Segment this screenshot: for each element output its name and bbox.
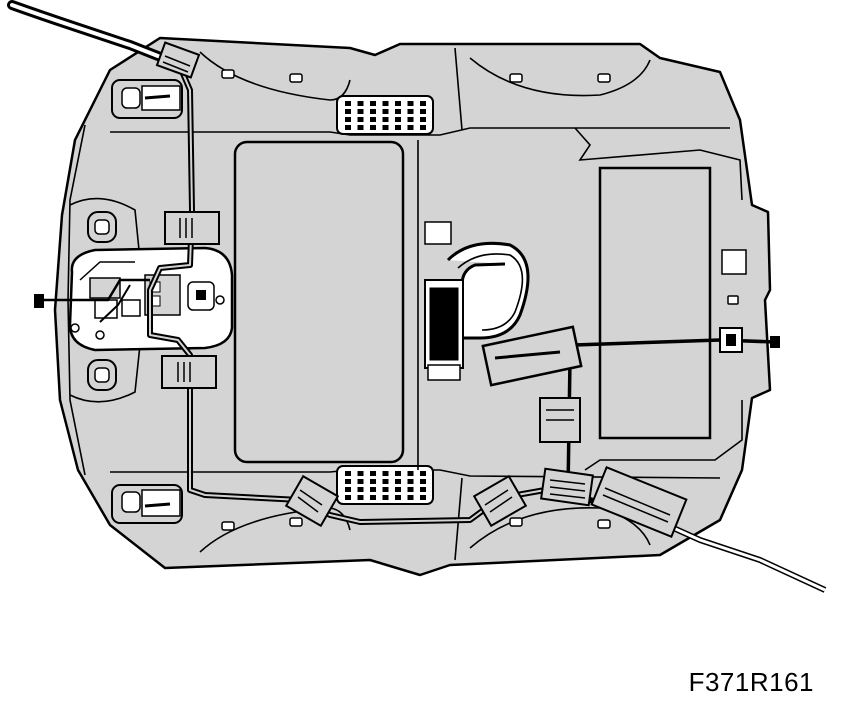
grille-hole — [370, 101, 376, 106]
grille-hole — [345, 471, 351, 476]
grille-hole — [407, 487, 414, 492]
rear-edge-contour-lower — [584, 400, 743, 471]
grille-hole — [382, 471, 389, 476]
grille-hole — [370, 125, 376, 130]
grille-hole — [395, 117, 401, 122]
grille-hole — [357, 125, 364, 130]
grille-hole — [407, 101, 414, 106]
grille-hole — [370, 487, 376, 492]
grille-hole — [382, 125, 389, 130]
grille-hole — [345, 101, 351, 106]
grille-hole — [395, 487, 401, 492]
front-speaker-grille — [336, 95, 434, 135]
harness-console-branch — [42, 278, 150, 302]
grille-hole — [345, 125, 351, 130]
grille-hole — [382, 487, 389, 492]
left-bulge-lower — [69, 344, 141, 403]
grille-hole — [407, 471, 414, 476]
grille-hole — [420, 487, 426, 492]
grille-hole — [395, 479, 401, 484]
grille-hole — [407, 117, 414, 122]
rear-small-square — [721, 249, 747, 275]
left-bulge-upper — [69, 197, 141, 261]
grille-hole — [407, 109, 414, 114]
grille-hole — [370, 495, 376, 500]
grille-hole — [345, 495, 351, 500]
grille-hole — [345, 109, 351, 114]
left-front-curve — [199, 51, 351, 101]
grille-hole — [407, 495, 414, 500]
grille-hole — [395, 109, 401, 114]
grille-hole — [395, 101, 401, 106]
grille-hole — [420, 471, 426, 476]
rear-lamp-connector-block — [539, 397, 581, 443]
grille-hole — [370, 471, 376, 476]
harness-clamp-2 — [164, 211, 220, 245]
console-connector-plug — [34, 294, 44, 308]
grille-hole — [382, 117, 389, 122]
figure-code: F371R161 — [688, 667, 814, 697]
left-front-visor-clip — [111, 79, 183, 119]
rear-lamp-switch-module — [481, 325, 583, 387]
grille-hole — [420, 117, 426, 122]
grille-hole — [382, 495, 389, 500]
grille-hole — [357, 495, 364, 500]
grille-hole — [420, 125, 426, 130]
rear-speaker-grille — [336, 465, 434, 505]
grille-hole — [395, 125, 401, 130]
harness-clamp-5 — [472, 474, 528, 528]
rear-panel-opening — [598, 166, 712, 440]
grille-hole — [407, 125, 414, 130]
mid-divider-top — [454, 47, 463, 131]
grille-hole — [345, 487, 351, 492]
harness-clamp-4 — [284, 474, 340, 528]
headliner-clip-holes — [221, 69, 739, 531]
grille-hole — [345, 479, 351, 484]
grille-hole — [395, 471, 401, 476]
grille-hole — [370, 117, 376, 122]
rear-interior-lamp-housing — [424, 221, 530, 381]
left-grab-handle-upper — [87, 211, 117, 243]
grille-hole — [370, 479, 376, 484]
right-front-curve — [469, 57, 651, 97]
harness-clamp-6 — [540, 467, 594, 507]
grille-hole — [345, 117, 351, 122]
grille-hole — [420, 479, 426, 484]
grille-hole — [357, 471, 364, 476]
grille-hole — [357, 101, 364, 106]
grille-hole — [357, 487, 364, 492]
grille-hole — [382, 479, 389, 484]
harness-connector-rear — [590, 466, 688, 538]
grille-hole — [357, 109, 364, 114]
harness-clamp-1 — [155, 41, 201, 79]
left-grab-handle-lower — [87, 359, 117, 391]
grille-hole — [382, 101, 389, 106]
grille-hole — [420, 101, 426, 106]
grille-hole — [420, 109, 426, 114]
grille-hole — [382, 109, 389, 114]
grille-hole — [357, 117, 364, 122]
left-rear-visor-clip — [111, 484, 183, 524]
right-rear-curve — [469, 507, 651, 549]
rear-edge-contour — [574, 127, 743, 201]
grille-hole — [370, 109, 376, 114]
harness-clamp-3 — [161, 355, 217, 389]
grille-hole — [395, 495, 401, 500]
grille-hole — [420, 495, 426, 500]
sunroof-opening — [233, 140, 405, 464]
grille-hole — [407, 479, 414, 484]
grille-hole — [357, 479, 364, 484]
